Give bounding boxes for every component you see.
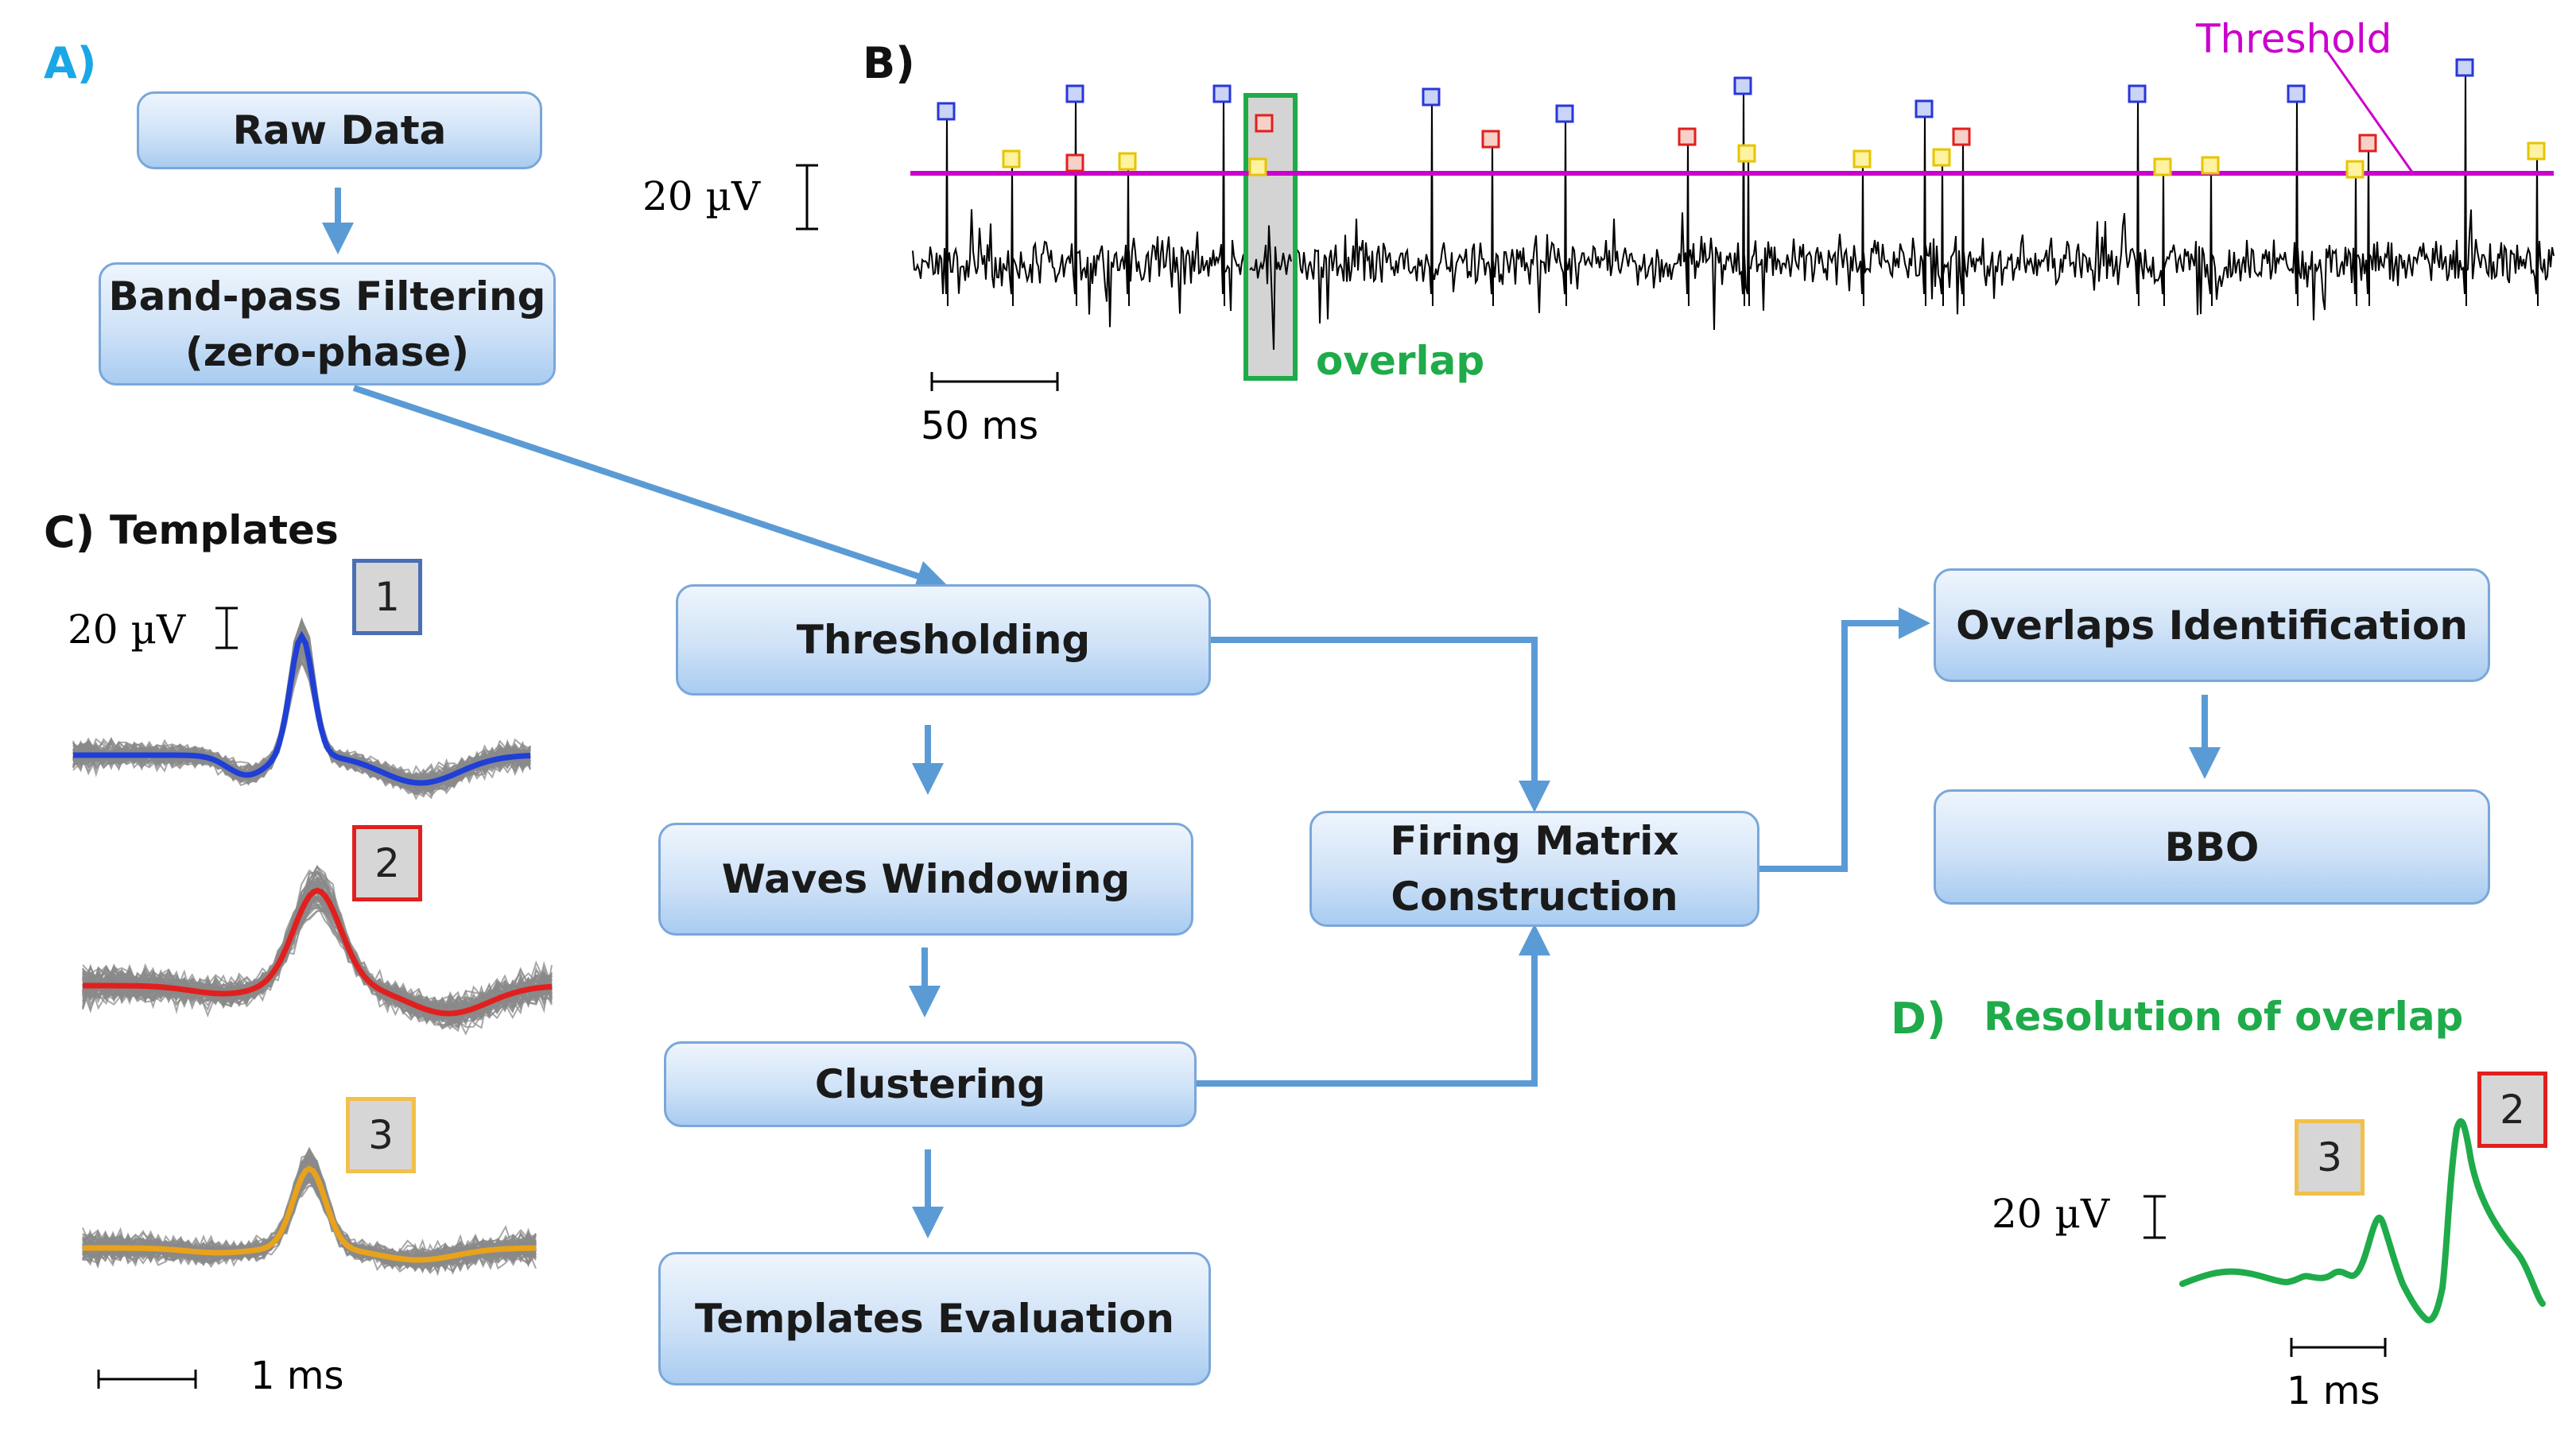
spike-marker-yellow <box>1248 157 1267 176</box>
flow-arrows <box>322 188 2221 1238</box>
spike-marker-yellow <box>2201 156 2220 175</box>
bbo-box: BBO <box>1934 789 2490 905</box>
raw-signal-trace <box>912 67 2555 331</box>
template-waveform <box>82 880 553 1024</box>
resolution-unit-3-badge: 3 <box>2295 1119 2365 1196</box>
spike-marker-yellow <box>2527 141 2546 161</box>
unit-3-badge: 3 <box>346 1097 416 1173</box>
resolution-voltage-scale-label: 20 µV <box>1992 1191 2110 1237</box>
spike-marker-blue <box>1422 87 1441 107</box>
spike-marker-blue <box>1915 99 1934 118</box>
resolution-unit-2-badge: 2 <box>2477 1072 2547 1148</box>
bandpass-filtering-box: Band-pass Filtering(zero-phase) <box>99 262 556 386</box>
bandpass-filtering-label: Band-pass Filtering(zero-phase) <box>108 273 546 375</box>
waves-windowing-label: Waves Windowing <box>721 856 1131 902</box>
unit-2-badge: 2 <box>352 825 422 901</box>
template-waveform <box>82 886 553 1021</box>
template-mean-waveform <box>83 887 553 1017</box>
spike-marker-red <box>1481 130 1500 149</box>
spike-marker-blue <box>2287 84 2306 103</box>
raw-data-label: Raw Data <box>232 107 447 153</box>
panel-a-label: A) <box>44 38 97 88</box>
spike-marker-blue <box>1212 84 1232 103</box>
spike-marker-yellow <box>2153 157 2172 176</box>
clustering-box: Clustering <box>664 1041 1197 1127</box>
resolution-title: Resolution of overlap <box>1984 994 2464 1040</box>
trace-time-scale-label: 50 ms <box>921 404 1039 448</box>
template-waveform <box>82 1179 537 1262</box>
spike-markers <box>937 58 2546 179</box>
threshold-pointer <box>2323 47 2415 174</box>
spike-marker-red <box>2358 134 2377 153</box>
spike-marker-red <box>1952 127 1971 146</box>
template-3-waveforms <box>82 1146 537 1277</box>
spike-marker-blue <box>1555 104 1574 123</box>
template-2-waveforms <box>82 864 553 1036</box>
raw-data-box: Raw Data <box>137 91 542 169</box>
spike-marker-yellow <box>2345 160 2365 179</box>
panel-c-label: C) <box>44 507 95 557</box>
templates-title: Templates <box>110 507 339 553</box>
overlaps-identification-box: Overlaps Identification <box>1934 568 2490 682</box>
templates-evaluation-label: Templates Evaluation <box>694 1296 1175 1342</box>
overlaps-identification-label: Overlaps Identification <box>1956 602 2468 649</box>
template-waveform <box>72 646 531 787</box>
panel-d-label: D) <box>1891 994 1946 1044</box>
spike-marker-yellow <box>1118 152 1137 171</box>
arrow-thresholding-to-firing-matrix <box>1211 637 1550 812</box>
thresholding-box: Thresholding <box>676 584 1211 696</box>
template-waveform <box>82 897 553 1025</box>
trace-voltage-scale-label: 20 µV <box>642 173 761 219</box>
spike-marker-blue <box>1065 84 1084 103</box>
resolution-scale-bars <box>2143 1195 2387 1357</box>
template-1-waveforms <box>72 617 531 800</box>
resolution-panel <box>2143 1118 2546 1357</box>
template-scale-bars <box>97 607 238 1389</box>
arrow-bandpass-to-thresholding <box>352 385 949 591</box>
spike-marker-blue <box>1733 76 1752 95</box>
template-mean-waveform <box>73 630 531 786</box>
unit-1-badge: 1 <box>352 559 422 635</box>
spike-marker-red <box>1255 114 1274 133</box>
threshold-label: Threshold <box>2196 16 2392 62</box>
template-time-scale-label: 1 ms <box>250 1354 344 1398</box>
spike-marker-blue <box>2455 58 2474 77</box>
template-mean-waveform <box>83 1165 537 1263</box>
overlap-trace <box>1249 225 1292 351</box>
templates-panel <box>72 607 553 1389</box>
spike-marker-yellow <box>1002 149 1021 169</box>
spike-marker-blue <box>937 102 956 121</box>
thresholding-label: Thresholding <box>796 617 1091 663</box>
spike-marker-red <box>1065 153 1084 172</box>
raw-trace-panel <box>796 47 2555 391</box>
clustering-label: Clustering <box>814 1061 1046 1107</box>
arrow-clustering-to-firing-matrix <box>1197 924 1550 1087</box>
spike-marker-red <box>1678 127 1697 146</box>
arrow-firing-matrix-to-overlaps <box>1759 607 1930 872</box>
bbo-label: BBO <box>2164 824 2260 870</box>
spike-marker-yellow <box>1852 149 1872 169</box>
trace-scale-bars <box>796 164 1059 391</box>
template-waveform <box>82 907 553 1017</box>
spike-marker-yellow <box>1932 148 1951 167</box>
panel-b-label: B) <box>863 38 915 88</box>
overlap-highlight <box>1243 93 1298 381</box>
resolution-time-scale-label: 1 ms <box>2287 1369 2380 1413</box>
spike-marker-blue <box>2128 84 2147 103</box>
waves-windowing-box: Waves Windowing <box>658 823 1193 936</box>
overlap-label: overlap <box>1316 338 1485 384</box>
resolved-overlap-trace <box>2179 1118 2546 1324</box>
templates-evaluation-box: Templates Evaluation <box>658 1252 1211 1386</box>
template-voltage-scale-label: 20 µV <box>68 607 186 653</box>
spike-marker-yellow <box>1737 144 1756 163</box>
